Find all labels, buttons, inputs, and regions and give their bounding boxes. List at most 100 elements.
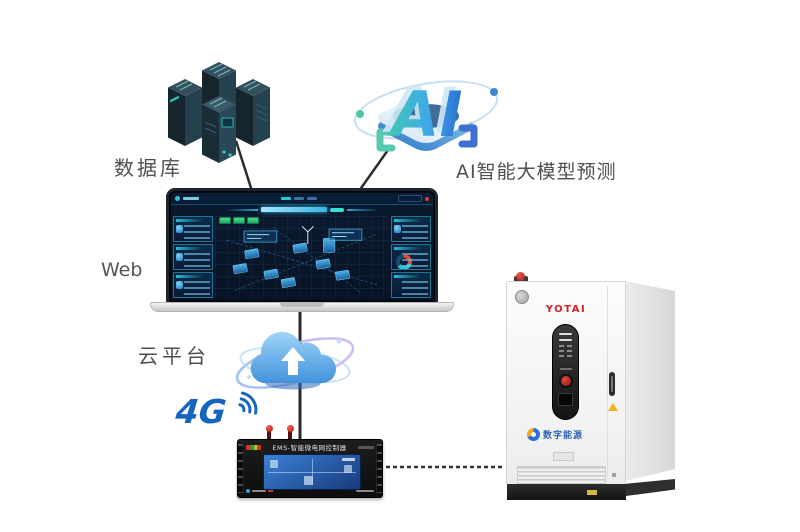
laptop-screen xyxy=(166,188,438,304)
display-line xyxy=(559,339,572,341)
dashboard-alert-dot xyxy=(425,196,429,201)
cabinet-side-face xyxy=(625,281,675,481)
web-dashboard xyxy=(171,193,433,300)
key-switch xyxy=(558,393,573,406)
vent-grille xyxy=(517,466,606,485)
controller-model-text xyxy=(358,445,374,449)
cloud-platform-icon xyxy=(235,331,355,390)
dashboard-search xyxy=(398,195,422,202)
emergency-stop-icon xyxy=(516,272,525,281)
laptop-base xyxy=(150,302,454,312)
indicator-column xyxy=(559,345,564,359)
dashboard-panel-table xyxy=(391,272,431,298)
connector-database-laptop xyxy=(234,140,254,192)
upload-arrow-icon xyxy=(281,347,305,375)
indicator-grid xyxy=(558,345,573,359)
base-label xyxy=(587,490,597,495)
controller-top-strip: EMS-智能微电网控制器 xyxy=(246,441,374,453)
screen-block xyxy=(304,476,313,485)
gauge-chart xyxy=(396,254,412,269)
server-tower-left xyxy=(168,79,202,146)
dashboard-panel xyxy=(173,244,213,270)
cabinet-footer-text: 数字能源 xyxy=(543,431,584,441)
cloud-platform-label: 云平台 xyxy=(138,344,210,368)
controller-logo xyxy=(246,444,261,450)
dashboard-panel-gauge xyxy=(391,244,431,270)
controller-title: EMS-智能微电网控制器 xyxy=(272,444,347,452)
footer-text-bar xyxy=(252,489,266,493)
cabinet-front-face: YOTAI 数字能源 xyxy=(506,281,626,485)
screen-block xyxy=(344,465,352,473)
dashboard-3d-scene xyxy=(215,216,389,298)
ai-letters: AI xyxy=(386,78,462,151)
status-pill-green xyxy=(233,217,245,224)
cabinet-control-panel xyxy=(552,324,579,420)
orbit-dot-green xyxy=(356,110,364,118)
dashboard-panel xyxy=(173,272,213,298)
right-bracket xyxy=(458,124,478,148)
dashboard-title-bar xyxy=(260,207,327,212)
panel-stop-button xyxy=(558,374,573,388)
title-wing-left xyxy=(225,208,258,211)
dashboard-panel xyxy=(173,216,213,242)
server-tower-front xyxy=(202,96,236,163)
indicator-knob xyxy=(515,290,529,304)
cellular-4g: 4G xyxy=(174,391,286,440)
ems-controller: EMS-智能微电网控制器 xyxy=(237,425,383,502)
door-handle xyxy=(609,372,615,396)
dashboard-title-row xyxy=(171,205,433,214)
footer-red-mark xyxy=(268,489,273,493)
left-bracket xyxy=(376,128,396,152)
footer-text-bar xyxy=(356,489,374,493)
panel-icon xyxy=(176,253,183,261)
dashboard-nav-item xyxy=(293,197,304,200)
dashboard-header xyxy=(171,193,433,205)
sparkle-dot xyxy=(247,375,251,379)
rack-ear-right xyxy=(376,444,382,493)
controller-body: EMS-智能微电网控制器 xyxy=(237,439,383,498)
indicator-column xyxy=(567,345,572,359)
database-servers-icon xyxy=(168,62,270,163)
panel-icon xyxy=(176,225,183,233)
dashboard-body xyxy=(171,214,433,300)
dashboard-title-pill xyxy=(329,207,344,212)
dashboard-nav-item xyxy=(280,197,291,200)
antenna-icon xyxy=(265,425,273,441)
server-tower-right xyxy=(236,79,270,146)
panel-label xyxy=(559,368,572,370)
energy-storage-cabinet: YOTAI 数字能源 xyxy=(506,272,678,504)
database-label: 数据库 xyxy=(114,156,183,180)
display-line xyxy=(559,333,572,335)
title-wing-right xyxy=(346,208,379,211)
rack-ear-left xyxy=(238,444,244,493)
controller-screen xyxy=(263,454,361,490)
antenna-icon xyxy=(286,425,294,441)
swirl-logo-icon xyxy=(527,428,540,441)
dashboard-panel xyxy=(391,216,431,242)
door-seam xyxy=(607,286,608,478)
footer-logo-dot xyxy=(246,489,250,493)
dashboard-left-column xyxy=(173,216,213,298)
dashboard-logo-icon xyxy=(175,196,180,201)
cabinet-base-front xyxy=(507,484,626,500)
status-pill-green xyxy=(247,217,259,224)
scene-graphics xyxy=(226,225,378,293)
cabinet-footer-logo: 数字能源 xyxy=(527,428,583,441)
screen-block xyxy=(270,460,278,468)
cabinet-base-side xyxy=(626,479,675,496)
ai-letters-shadow: AI xyxy=(381,74,457,147)
panel-icon xyxy=(394,225,401,233)
connector-ai-laptop xyxy=(357,149,390,192)
panel-icon xyxy=(176,281,183,289)
platform-shadow xyxy=(393,104,459,128)
screen-logo-bar xyxy=(342,458,355,461)
status-pill-green xyxy=(219,217,231,224)
name-plate xyxy=(553,452,574,461)
sparkle-dot xyxy=(336,338,342,344)
controller-bottom-strip xyxy=(246,487,374,495)
signal-waves-icon xyxy=(238,391,258,415)
dashboard-logo-text xyxy=(183,197,199,200)
cabinet-brand-logo: YOTAI xyxy=(545,304,587,315)
dashboard-right-column xyxy=(391,216,431,298)
